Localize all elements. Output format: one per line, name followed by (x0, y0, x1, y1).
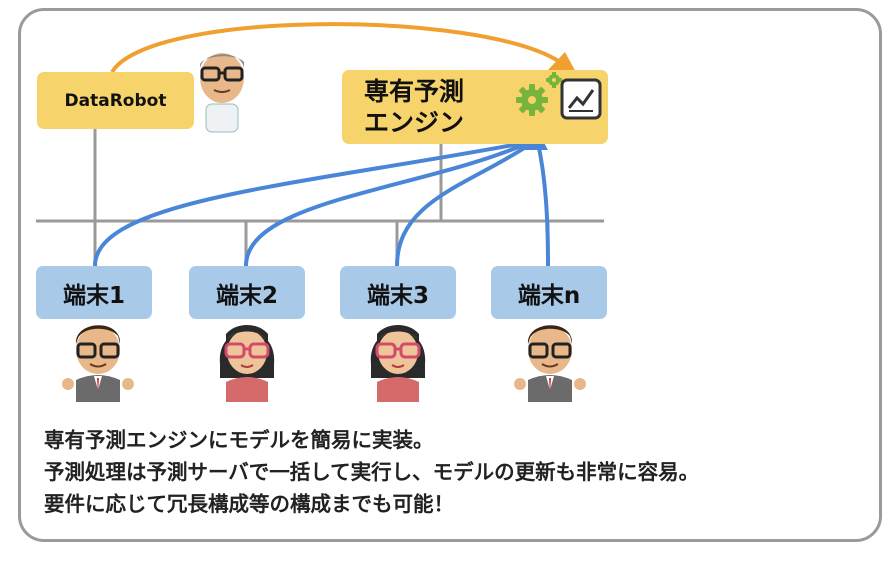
gear-icon (516, 72, 562, 116)
male-user-icon (514, 325, 586, 402)
terminal1-arrow (93, 141, 525, 267)
terminal-3-box: 端末3 (340, 266, 456, 319)
caption-line-3: 要件に応じて冗長構成等の構成までも可能！ (44, 492, 454, 516)
male-user-icon (62, 325, 134, 402)
terminal-1-label: 端末1 (62, 282, 125, 309)
terminal-3-label: 端末3 (366, 282, 429, 309)
terminal-n-box: 端末n (491, 266, 607, 319)
female-user-icon (219, 325, 275, 402)
terminal-2-box: 端末2 (189, 266, 305, 319)
caption-text: 専有予測エンジンにモデルを簡易に実装。 予測処理は予測サーバで一括して実行し、モ… (44, 424, 874, 520)
terminal-2-label: 端末2 (215, 282, 278, 309)
terminaln-arrow (536, 142, 550, 267)
engine-label-line1: 専有予測 (364, 77, 465, 106)
chart-icon (560, 78, 602, 120)
engine-label-line2: エンジン (364, 108, 465, 137)
deploy-arrow (110, 22, 562, 74)
datarobot-box: DataRobot (37, 72, 194, 129)
datarobot-label: DataRobot (64, 90, 167, 111)
terminal3-arrow (395, 141, 534, 267)
terminal-n-label: 端末n (517, 282, 581, 309)
terminal2-arrow (244, 141, 529, 267)
terminal-1-box: 端末1 (36, 266, 152, 319)
female-user-icon (370, 325, 426, 402)
caption-line-1: 専有予測エンジンにモデルを簡易に実装。 (44, 428, 434, 452)
datarobot-person-icon (200, 53, 244, 133)
caption-line-2: 予測処理は予測サーバで一括して実行し、モデルの更新も非常に容易。 (44, 460, 700, 484)
